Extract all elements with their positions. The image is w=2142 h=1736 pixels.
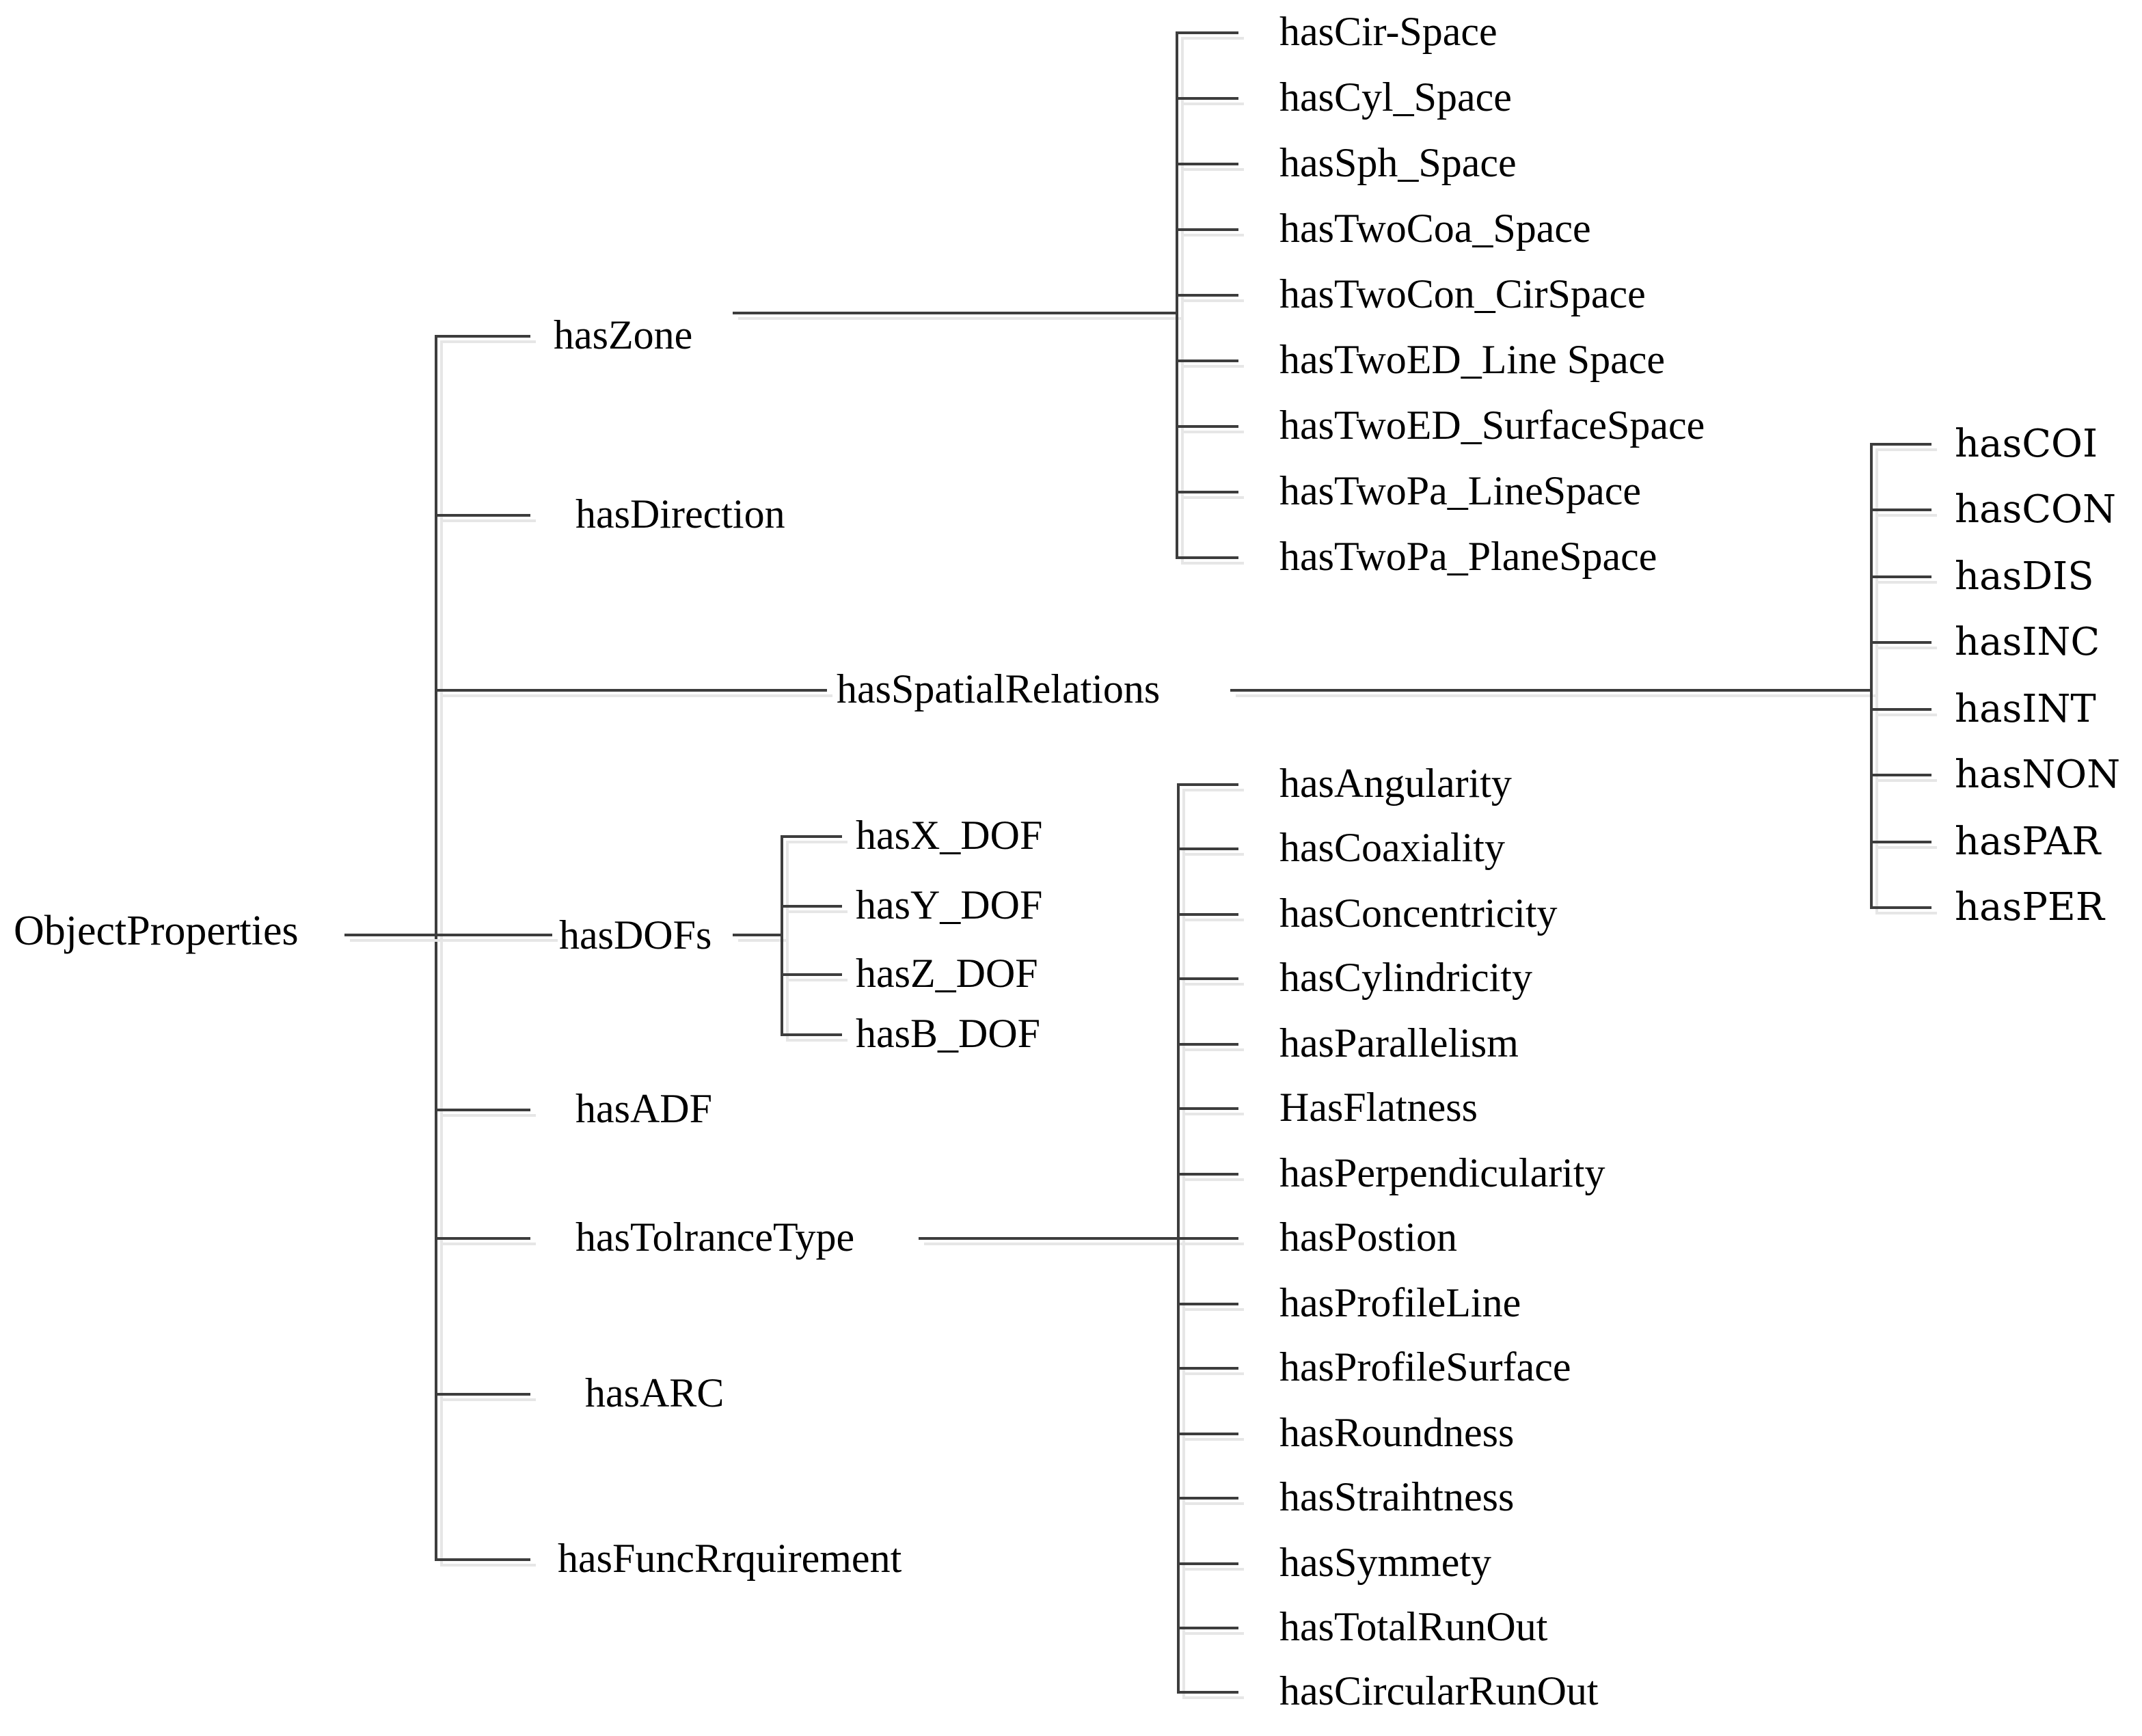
node-has-postion: hasPostion: [1279, 1215, 1458, 1260]
dof-tick: [781, 1033, 842, 1036]
node-has-roundness: hasRoundness: [1279, 1411, 1515, 1456]
spatial-tick: [1870, 641, 1931, 644]
node-has-per: hasPER: [1955, 884, 2104, 930]
tolerance-tick: [1177, 1691, 1238, 1694]
tolerance-tick: [1177, 1562, 1238, 1565]
node-has-perpendicularity: hasPerpendicularity: [1279, 1151, 1605, 1196]
tolerance-tick: [1177, 1303, 1238, 1305]
node-has-non: hasNON: [1955, 752, 2121, 797]
tolerance-tick: [1177, 783, 1238, 786]
dof-tick: [781, 905, 842, 908]
tolerance-tick: [1177, 913, 1238, 916]
node-has-y-dof: hasY_DOF: [856, 883, 1043, 928]
node-has-dofs: hasDOFs: [559, 913, 712, 958]
tick-has-direction: [435, 514, 530, 517]
spatial-tick: [1870, 443, 1931, 446]
dofs-trunk-line: [781, 837, 783, 1035]
tick-has-zone: [435, 335, 530, 338]
node-has-par: hasPAR: [1955, 819, 2101, 864]
zone-branch-line: [733, 312, 1176, 314]
node-has-inc: hasINC: [1955, 619, 2100, 664]
node-has-func-rrquirement: hasFuncRrquirement: [558, 1536, 902, 1582]
node-has-cyl-space: hasCyl_Space: [1279, 75, 1512, 120]
node-has-twocon-cirspace: hasTwoCon_CirSpace: [1279, 272, 1646, 317]
node-has-coaxiality: hasCoaxiality: [1279, 826, 1505, 871]
tick-has-func-requirement: [435, 1558, 530, 1561]
tick-has-tolrance-type: [435, 1237, 530, 1240]
tolerance-tick: [1177, 1043, 1238, 1046]
node-has-tolrance-type: hasTolranceType: [575, 1215, 855, 1260]
tolerance-tick: [1177, 1433, 1238, 1435]
zone-tick: [1176, 425, 1238, 428]
root-to-hasdofs-line: [344, 934, 552, 936]
node-has-twocoa-space: hasTwoCoa_Space: [1279, 206, 1591, 252]
node-has-con: hasCON: [1955, 487, 2116, 532]
dofs-branch-line: [733, 934, 781, 936]
node-has-profile-line: hasProfileLine: [1279, 1281, 1521, 1326]
zone-tick: [1176, 31, 1238, 34]
node-has-concentricity: hasConcentricity: [1279, 891, 1558, 936]
spatial-tick: [1870, 508, 1931, 511]
node-has-zone: hasZone: [554, 313, 693, 358]
node-has-sph-space: hasSph_Space: [1279, 141, 1517, 186]
tick-has-adf: [435, 1109, 530, 1111]
zone-tick: [1176, 163, 1238, 165]
node-has-b-dof: hasB_DOF: [856, 1012, 1041, 1057]
node-has-coi: hasCOI: [1955, 421, 2098, 466]
zone-tick: [1176, 360, 1238, 362]
tolerance-tick: [1177, 847, 1238, 850]
node-object-properties: ObjectProperties: [14, 906, 299, 954]
spatial-tick: [1870, 575, 1931, 578]
node-has-adf: hasADF: [575, 1087, 713, 1132]
zone-tick: [1176, 556, 1238, 559]
tolerance-tick: [1177, 1367, 1238, 1370]
node-has-twopa-linespace: hasTwoPa_LineSpace: [1279, 469, 1641, 514]
tolerance-tick: [1177, 1497, 1238, 1500]
node-has-total-runout: hasTotalRunOut: [1279, 1605, 1548, 1650]
tolerance-tick: [1177, 1173, 1238, 1176]
node-has-straihtness: hasStraihtness: [1279, 1475, 1515, 1520]
node-has-cir-space: hasCir-Space: [1279, 10, 1497, 55]
node-has-direction: hasDirection: [575, 492, 785, 537]
node-has-angularity: hasAngularity: [1279, 761, 1512, 806]
spatial-tick: [1870, 906, 1931, 909]
spatial-tick: [1870, 841, 1931, 843]
dof-tick: [781, 835, 842, 838]
node-has-cylindricity: hasCylindricity: [1279, 955, 1532, 1001]
tick-has-arc: [435, 1393, 530, 1396]
node-has-twoed-surfacespace: hasTwoED_SurfaceSpace: [1279, 403, 1705, 448]
tick-has-spatial-relations: [435, 689, 827, 692]
node-has-dis: hasDIS: [1955, 554, 2094, 599]
tolerance-tick: [1177, 1107, 1238, 1110]
spatial-trunk-line: [1870, 444, 1873, 908]
tolerance-tick: [1177, 977, 1238, 980]
node-has-z-dof: hasZ_DOF: [856, 951, 1038, 996]
node-has-circular-runout: hasCircularRunOut: [1279, 1669, 1599, 1714]
zone-tick: [1176, 97, 1238, 100]
main-trunk-line: [435, 336, 437, 1560]
node-has-flatness: HasFlatness: [1279, 1085, 1478, 1130]
node-has-arc: hasARC: [585, 1371, 724, 1416]
zone-tick: [1176, 294, 1238, 297]
spatial-tick: [1870, 708, 1931, 711]
tolerance-tick: [1177, 1627, 1238, 1629]
spatial-branch-line: [1230, 689, 1870, 692]
zone-tick: [1176, 228, 1238, 231]
node-has-profile-surface: hasProfileSurface: [1279, 1345, 1571, 1390]
tolerance-branch-line: [919, 1237, 1177, 1240]
tolerance-tick: [1177, 1237, 1238, 1240]
node-has-twoed-line-space: hasTwoED_Line Space: [1279, 338, 1665, 383]
dof-tick: [781, 973, 842, 976]
node-has-twopa-planespace: hasTwoPa_PlaneSpace: [1279, 534, 1657, 580]
node-has-symmety: hasSymmety: [1279, 1541, 1491, 1586]
node-has-int: hasINT: [1955, 686, 2096, 731]
node-has-x-dof: hasX_DOF: [856, 813, 1043, 858]
node-has-spatial-relations: hasSpatialRelations: [837, 667, 1161, 712]
node-has-parallelism: hasParallelism: [1279, 1021, 1519, 1066]
zone-tick: [1176, 491, 1238, 493]
spatial-tick: [1870, 774, 1931, 776]
